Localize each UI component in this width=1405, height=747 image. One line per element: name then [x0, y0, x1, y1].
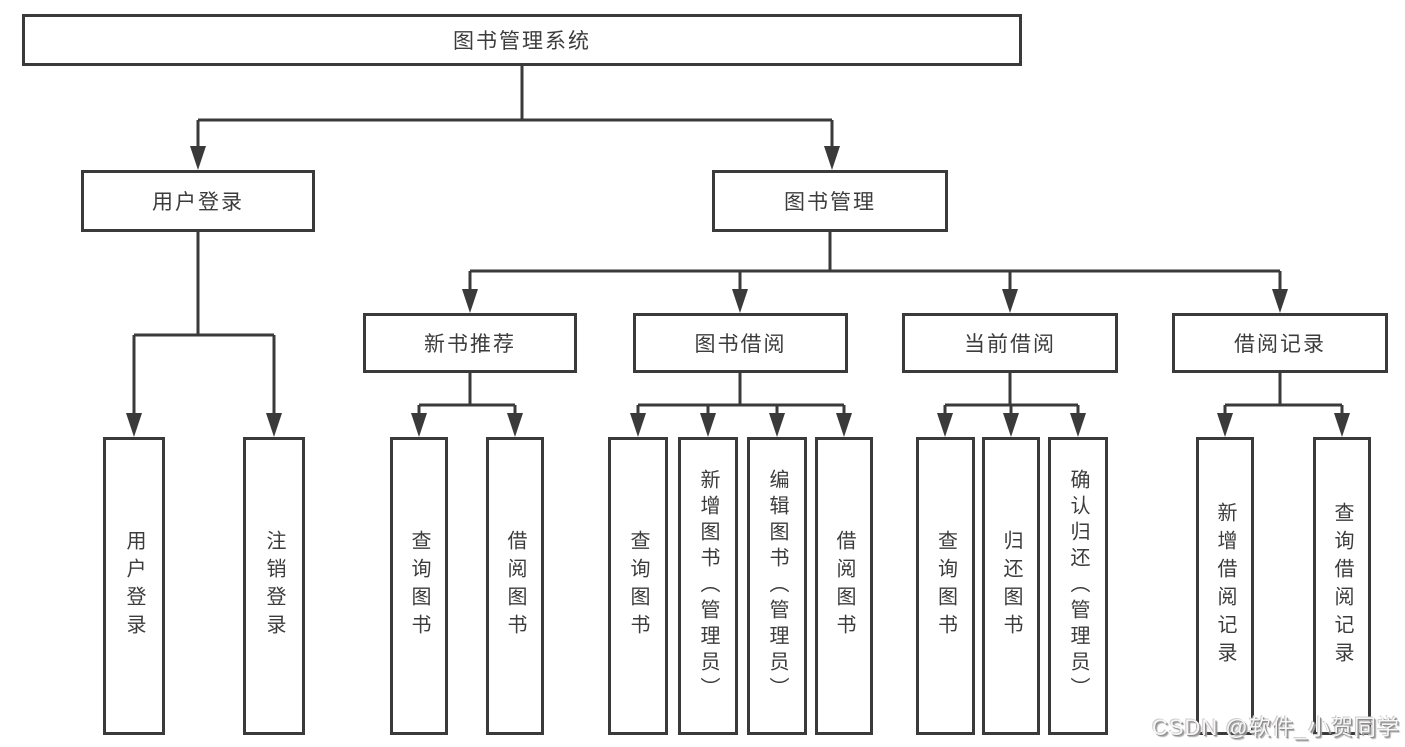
node-borrowing-records: 借阅记录 — [1172, 313, 1388, 373]
leaf-logout: 注销登录 — [243, 437, 305, 735]
leaf-current-confirm-return-admin: 确认归还（管理员） — [1048, 437, 1108, 735]
leaf-user-login: 用户登录 — [103, 437, 165, 735]
connector-book-borrowing — [630, 373, 852, 437]
connector-new-book-recommend — [411, 373, 523, 437]
node-user-login: 用户登录 — [81, 170, 315, 232]
leaf-borrow-borrow-books: 借阅图书 — [815, 437, 873, 735]
connector-borrowing-records — [1217, 373, 1350, 437]
node-new-book-recommend: 新书推荐 — [363, 313, 577, 373]
leaf-newbook-borrow-books: 借阅图书 — [486, 437, 544, 735]
leaf-newbook-query-books: 查询图书 — [390, 437, 448, 735]
leaf-current-query-books: 查询图书 — [916, 437, 975, 735]
connector-current-borrowing — [937, 373, 1086, 437]
leaf-borrow-add-books-admin: 新增图书（管理员） — [678, 437, 738, 735]
node-current-borrowing: 当前借阅 — [902, 313, 1118, 373]
connector-root — [190, 66, 840, 170]
connector-user-login — [126, 232, 282, 437]
leaf-borrow-query-books: 查询图书 — [608, 437, 668, 735]
connector-book-management — [462, 232, 1288, 313]
node-book-management: 图书管理 — [712, 170, 948, 232]
csdn-watermark: CSDN @软件_小贺同学 — [1151, 715, 1400, 740]
node-root: 图书管理系统 — [22, 14, 1022, 66]
leaf-current-return-books: 归还图书 — [982, 437, 1040, 735]
leaf-records-query-record: 查询借阅记录 — [1313, 437, 1371, 735]
leaf-records-add-record: 新增借阅记录 — [1196, 437, 1254, 735]
leaf-borrow-edit-books-admin: 编辑图书（管理员） — [747, 437, 807, 735]
node-book-borrowing: 图书借阅 — [633, 313, 848, 373]
